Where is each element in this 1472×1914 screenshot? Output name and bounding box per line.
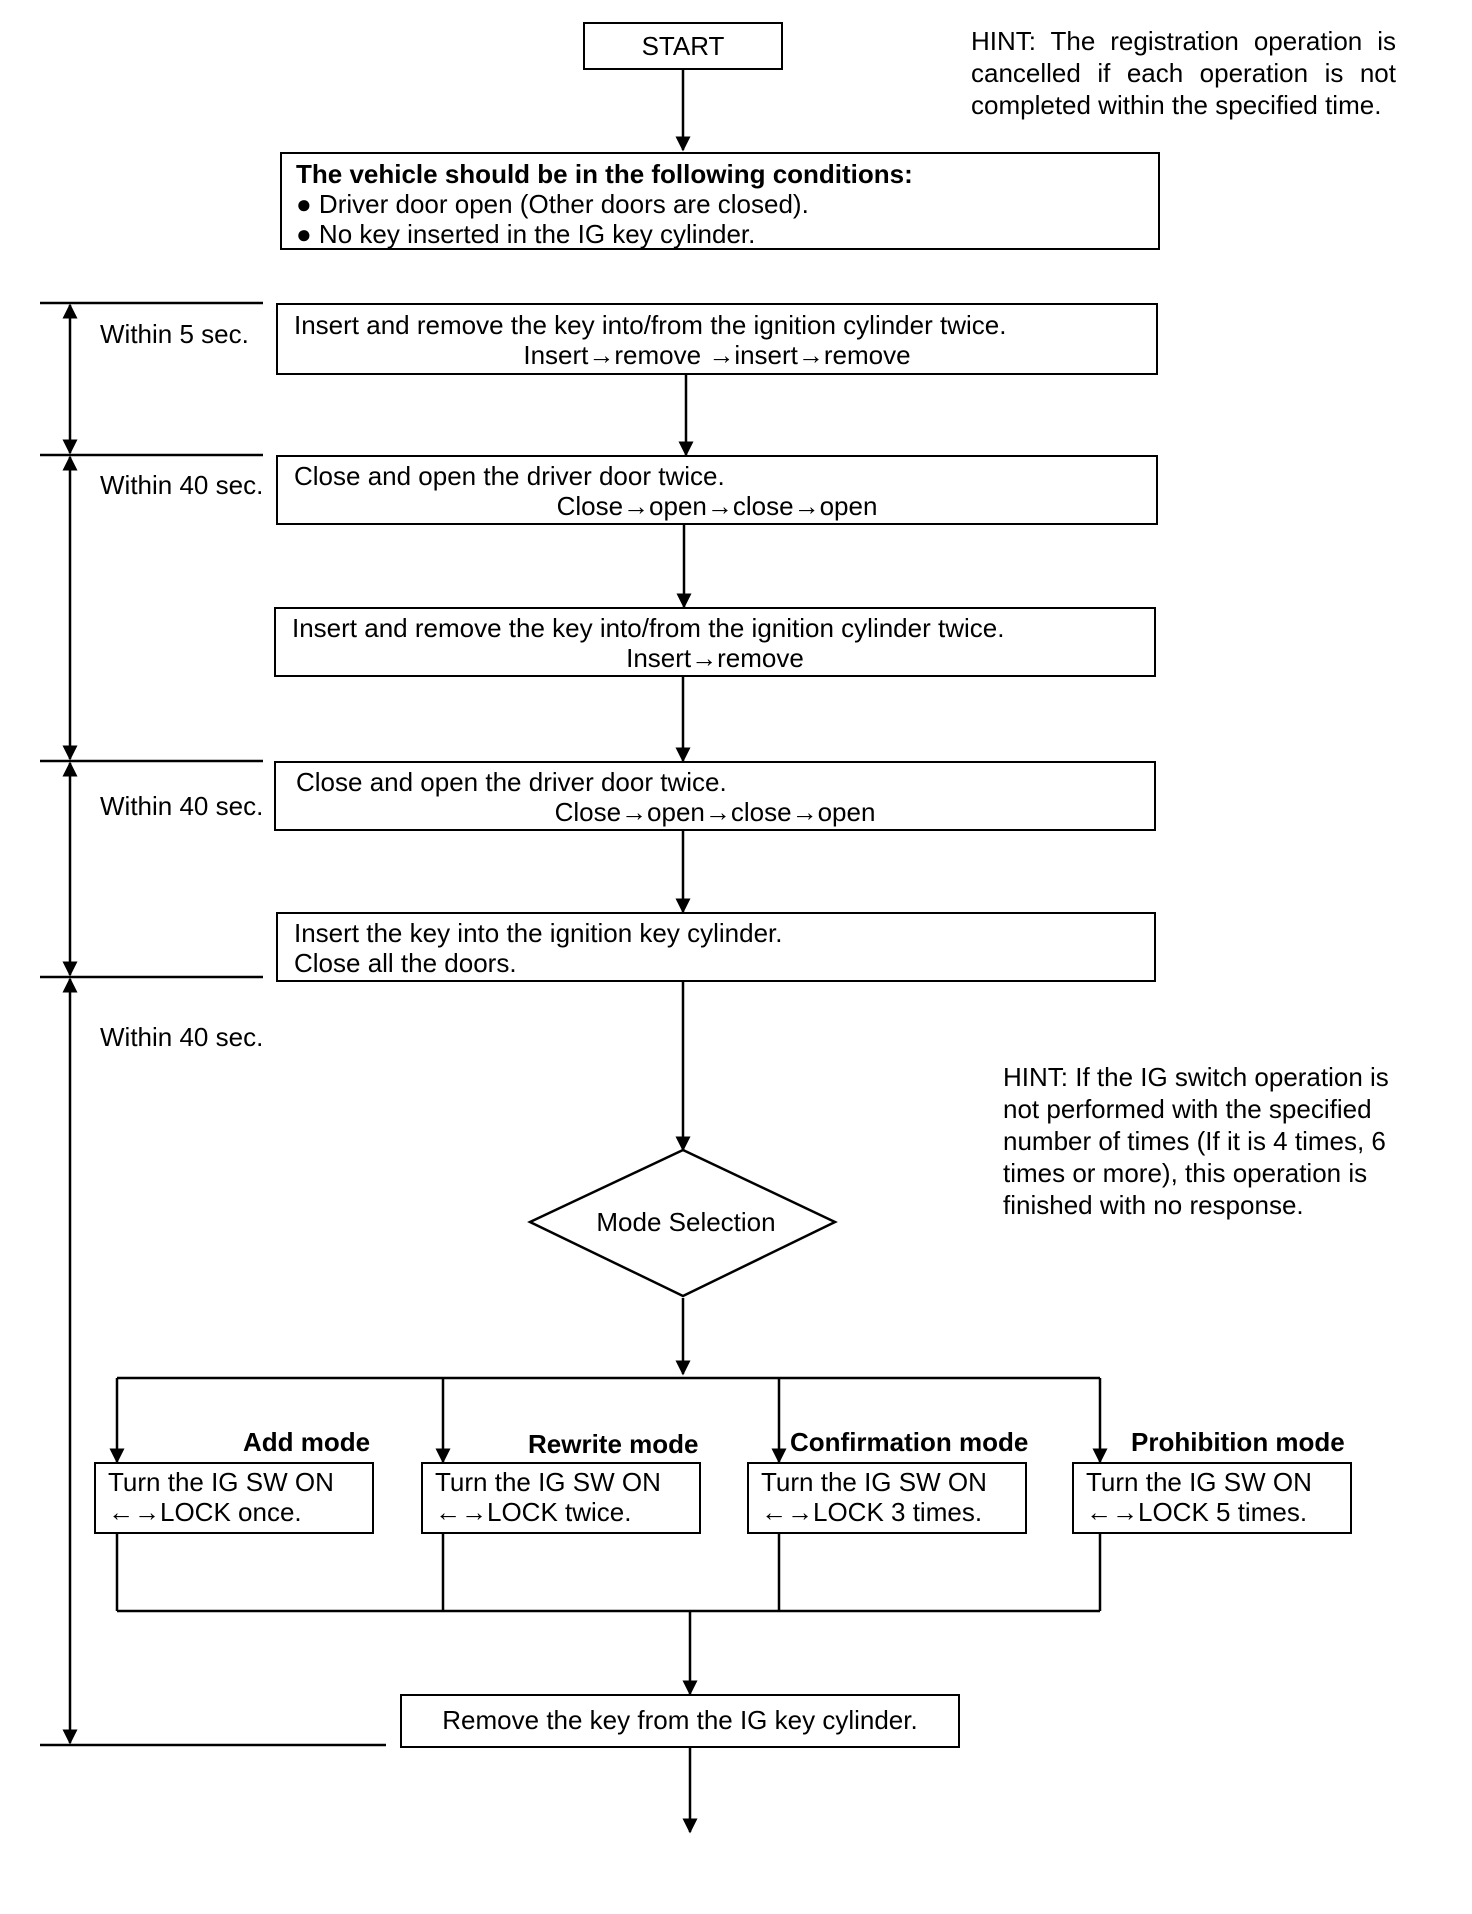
mode-title-confirmation: Confirmation mode — [790, 1427, 1029, 1457]
step-line: Insert and remove the key into/from the … — [292, 613, 1005, 643]
step-line: Close and open the driver door twice. — [294, 461, 725, 491]
step-box: Close and open the driver door twice. Cl… — [276, 455, 1158, 525]
mode-line: ←→LOCK once. — [108, 1497, 302, 1527]
step-subline: Close→open→close→open — [556, 491, 878, 521]
timing-label-40sec: Within 40 sec. — [100, 791, 264, 821]
mode-line: Turn the IG SW ON — [108, 1467, 334, 1497]
decision-diamond — [527, 1148, 838, 1298]
hint-registration-timeout: HINT: The registration operation is canc… — [971, 26, 1396, 120]
final-step-box: Remove the key from the IG key cylinder. — [400, 1694, 960, 1748]
final-step-label: Remove the key from the IG key cylinder. — [442, 1705, 918, 1735]
mode-title-prohibition: Prohibition mode — [1131, 1427, 1345, 1457]
step-subline: Close→open→close→open — [554, 797, 876, 827]
start-label: START — [641, 31, 725, 61]
step-subline: Insert→remove — [626, 643, 804, 673]
step-line: Insert the key into the ignition key cyl… — [294, 918, 783, 948]
decision-label: Mode Selection — [596, 1207, 775, 1237]
mode-box-prohibition: Turn the IG SW ON ←→LOCK 5 times. — [1072, 1462, 1352, 1534]
mode-line: Turn the IG SW ON — [761, 1467, 987, 1497]
step-line: Close and open the driver door twice. — [296, 767, 727, 797]
mode-line: Turn the IG SW ON — [435, 1467, 661, 1497]
mode-box-confirmation: Turn the IG SW ON ←→LOCK 3 times. — [747, 1462, 1027, 1534]
mode-box-rewrite: Turn the IG SW ON ←→LOCK twice. — [421, 1462, 701, 1534]
hint-ig-switch-count: HINT: If the IG switch operation is not … — [1003, 1062, 1389, 1220]
step-box: Insert and remove the key into/from the … — [274, 607, 1156, 677]
start-box: START — [583, 22, 783, 70]
timing-label-5sec: Within 5 sec. — [100, 319, 249, 349]
conditions-box: The vehicle should be in the following c… — [280, 152, 1160, 250]
mode-line: Turn the IG SW ON — [1086, 1467, 1312, 1497]
mode-title-rewrite: Rewrite mode — [528, 1429, 699, 1459]
condition-item: ● Driver door open (Other doors are clos… — [296, 189, 809, 219]
step-subline: Insert→remove →insert→remove — [523, 340, 911, 370]
timing-label-40sec: Within 40 sec. — [100, 470, 264, 500]
mode-line: ←→LOCK 3 times. — [761, 1497, 983, 1527]
conditions-title: The vehicle should be in the following c… — [296, 159, 913, 189]
mode-title-add: Add mode — [243, 1427, 371, 1457]
mode-line: ←→LOCK 5 times. — [1086, 1497, 1308, 1527]
mode-box-add: Turn the IG SW ON ←→LOCK once. — [94, 1462, 374, 1534]
step-line: Insert and remove the key into/from the … — [294, 310, 1007, 340]
step-box: Insert the key into the ignition key cyl… — [276, 912, 1156, 982]
step-box: Insert and remove the key into/from the … — [276, 303, 1158, 375]
step-box: Close and open the driver door twice. Cl… — [274, 761, 1156, 831]
timing-label-40sec: Within 40 sec. — [100, 1022, 264, 1052]
mode-line: ←→LOCK twice. — [435, 1497, 632, 1527]
condition-item: ● No key inserted in the IG key cylinder… — [296, 219, 756, 249]
step-line: Close all the doors. — [294, 948, 517, 978]
